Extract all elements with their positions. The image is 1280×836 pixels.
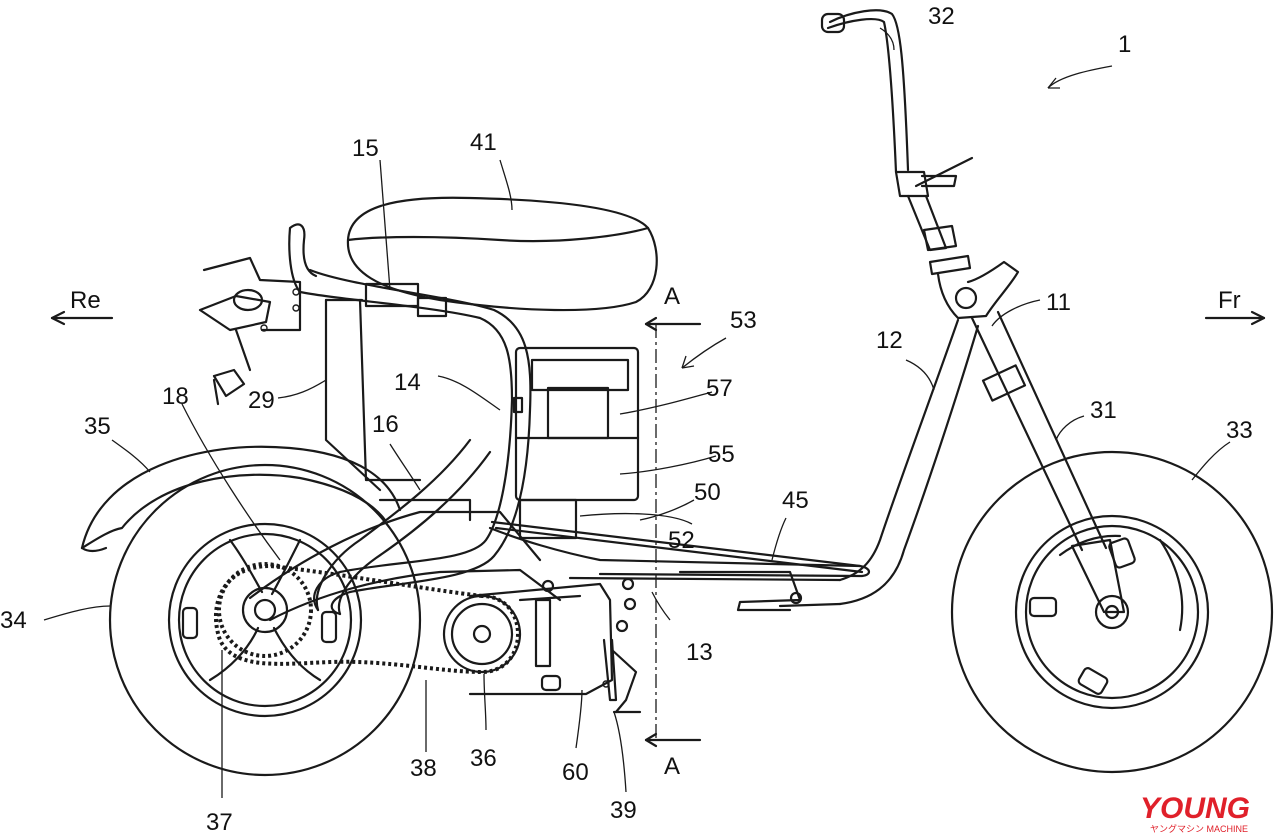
label-50: 50 [694,479,721,506]
section-label-bottom: A [664,753,680,780]
front-fork [970,310,1126,614]
label-37: 37 [206,809,233,836]
label-12: 12 [876,327,903,354]
label-38: 38 [410,755,437,782]
label-33: 33 [1226,417,1253,444]
label-13: 13 [686,639,713,666]
drive-unit [442,577,637,696]
young-machine-logo: YOUNG ヤングマシン MACHINE [1140,792,1250,834]
label-60: 60 [562,759,589,786]
watermark-subtext: ヤングマシン MACHINE [1150,823,1248,834]
main-frame [488,318,980,612]
label-34: 34 [0,607,27,634]
rear-wheel [108,463,422,777]
rear-body [324,298,422,492]
label-11: 11 [1046,289,1071,316]
label-52: 52 [668,527,695,554]
label-55: 55 [708,441,735,468]
watermark-text: YOUNG [1140,792,1250,825]
rear-fender [80,445,402,553]
label-41: 41 [470,129,497,156]
label-39: 39 [610,797,637,824]
swing-arm [248,498,562,622]
floor-step [490,520,864,574]
handlebar [820,9,1020,320]
section-line-a [644,316,702,748]
leader-lines [43,27,1231,798]
reference-numerals: 1 32 11 12 31 33 41 15 53 57 55 50 45 52… [0,3,1253,836]
label-31: 31 [1090,397,1117,424]
seat-frame [288,223,532,616]
direction-rear-label: Re [70,287,101,314]
label-45: 45 [782,487,809,514]
label-15: 15 [352,135,379,162]
direction-front-label: Fr [1218,287,1241,314]
battery-unit [512,346,640,540]
direction-arrows [50,310,1266,326]
tail-light-assembly [198,256,302,406]
label-35: 35 [84,413,111,440]
label-14: 14 [394,369,421,396]
label-29: 29 [248,387,275,414]
label-53: 53 [730,307,757,334]
label-32: 32 [928,3,955,30]
label-16: 16 [372,411,399,438]
label-36: 36 [470,745,497,772]
label-57: 57 [706,375,733,402]
label-18: 18 [162,383,189,410]
section-label-top: A [664,283,680,310]
side-stand [602,638,642,714]
seat [346,196,658,318]
drive-chain [214,562,520,675]
label-1: 1 [1118,31,1131,58]
